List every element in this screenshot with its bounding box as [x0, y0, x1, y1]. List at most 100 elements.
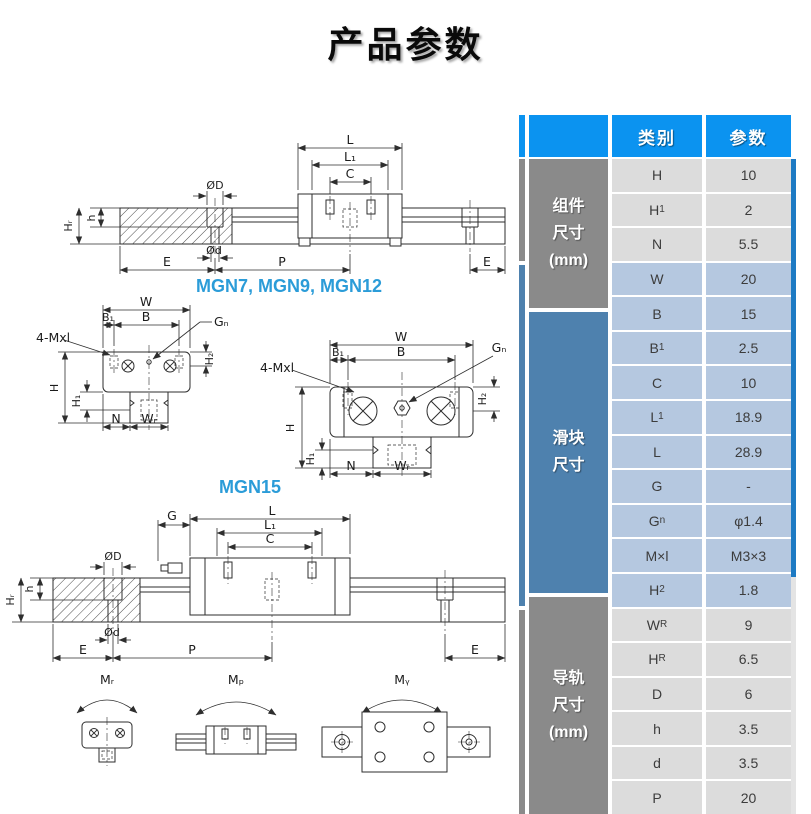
accent-segment-rail: [519, 609, 525, 814]
dim-label-E: E: [163, 254, 171, 269]
param-value: φ1.4: [706, 504, 791, 540]
param-label: h: [612, 712, 702, 747]
dim-label-H2: H₂: [203, 353, 216, 366]
category-header: 类别: [612, 115, 702, 157]
technical-drawings: L L₁ C ØD h Hᵣ Ød: [4, 132, 506, 773]
param-value: 20: [706, 262, 791, 298]
param-label: d: [612, 746, 702, 782]
moment-label-MR: Mᵣ: [100, 672, 115, 687]
param-label: L: [612, 435, 702, 471]
dim-label-Od: Ød: [104, 626, 120, 639]
group-header-cell: [529, 115, 608, 157]
table-scrollbar-track[interactable]: [791, 159, 796, 814]
caption-mgn7-9-12: MGN7, MGN9, MGN12: [196, 276, 382, 296]
dim-label-H1: H₁: [70, 395, 83, 408]
accent-segment-block: [519, 265, 525, 606]
param-value: 6: [706, 677, 791, 713]
param-label: D: [612, 677, 702, 713]
param-value: 15: [706, 297, 791, 332]
dim-label-Od: Ød: [206, 244, 222, 257]
caption-mgn15: MGN15: [219, 477, 281, 497]
param-value: 1.8: [706, 573, 791, 609]
param-value: -: [706, 470, 791, 505]
param-value: 3.5: [706, 712, 791, 747]
dim-label-Mxl: 4-Mxl: [36, 330, 70, 345]
moment-mr-drawing: Mᵣ: [76, 672, 138, 766]
param-value: 2.5: [706, 331, 791, 367]
moment-label-MY: Mᵧ: [394, 672, 410, 687]
dim-label-WR: Wᵣ: [394, 458, 410, 473]
group-component-dimensions: 组件 尺寸 (mm): [529, 159, 608, 309]
moment-mp-drawing: Mₚ: [175, 672, 297, 755]
dim-label-B1: B₁: [332, 346, 344, 359]
parameter-header: 参数: [706, 115, 791, 157]
param-label: N: [612, 228, 702, 263]
dim-label-E: E: [483, 254, 491, 269]
param-value: 20: [706, 781, 791, 814]
param-label: G: [612, 470, 702, 505]
table-left-accent-strip: [519, 115, 525, 814]
dim-label-H: H: [284, 424, 297, 432]
dim-label-L: L: [269, 503, 276, 518]
dim-label-OD: ØD: [206, 179, 223, 192]
cross-section-small-drawing: W B₁ B Gₙ 4-Mxl H H₁ H₂ N: [36, 294, 229, 431]
param-value: 10: [706, 366, 791, 402]
dim-label-Mxl: 4-Mxl: [260, 360, 294, 375]
dim-label-L1: L₁: [344, 149, 356, 164]
side-view-top-drawing: L L₁ C ØD h Hᵣ Ød: [62, 132, 506, 274]
param-label: B: [612, 297, 702, 332]
param-value: 28.9: [706, 435, 791, 471]
dim-label-L: L: [347, 132, 354, 147]
dim-label-W: W: [140, 294, 152, 309]
group-column: 组件 尺寸 (mm) 滑块 尺寸 导轨 尺寸 (mm): [529, 115, 608, 814]
group-block-dimensions: 滑块 尺寸: [529, 312, 608, 593]
dim-label-HR: Hᵣ: [62, 220, 75, 231]
dim-label-WR: Wᵣ: [141, 411, 157, 426]
dim-label-N: N: [346, 458, 355, 473]
param-label: M×l: [612, 539, 702, 574]
param-label: H: [612, 159, 702, 194]
param-value: 2: [706, 193, 791, 229]
param-value: 5.5: [706, 228, 791, 263]
param-value: 9: [706, 608, 791, 644]
param-label: C: [612, 366, 702, 402]
cross-section-large-drawing: W B₁ B Gₙ 4-Mxl H H₁ H₂ N W: [260, 329, 506, 480]
dim-label-OD: ØD: [104, 550, 121, 563]
dim-label-G: G: [167, 508, 177, 523]
accent-segment-component: [519, 159, 525, 262]
param-value: M3×3: [706, 539, 791, 574]
dim-label-H1: H₁: [304, 453, 317, 466]
param-label: P: [612, 781, 702, 814]
dim-label-C: C: [346, 166, 355, 181]
param-value: 18.9: [706, 401, 791, 436]
param-label: W: [612, 262, 702, 298]
dim-label-B: B: [142, 309, 151, 324]
dim-label-Gn: Gₙ: [214, 314, 229, 329]
side-view-bottom-drawing: G L L₁ C ØD h Hᵣ Ød: [4, 503, 506, 662]
table-scrollbar-thumb[interactable]: [791, 159, 796, 577]
param-value: 10: [706, 159, 791, 194]
dim-label-N: N: [111, 411, 120, 426]
dim-label-H2: H₂: [476, 393, 489, 406]
dim-label-H: H: [48, 384, 61, 392]
param-value: 6.5: [706, 643, 791, 678]
dim-label-E: E: [471, 642, 479, 657]
moment-my-drawing: Mᵧ: [321, 672, 491, 773]
dim-label-P: P: [188, 642, 196, 657]
dim-label-P: P: [278, 254, 286, 269]
moment-label-MP: Mₚ: [228, 672, 244, 687]
dim-label-B: B: [397, 344, 406, 359]
param-value: 3.5: [706, 746, 791, 782]
dim-label-W: W: [395, 329, 407, 344]
dim-label-L1: L₁: [264, 517, 276, 532]
dim-label-E: E: [79, 642, 87, 657]
dim-label-B1: B₁: [102, 311, 114, 324]
